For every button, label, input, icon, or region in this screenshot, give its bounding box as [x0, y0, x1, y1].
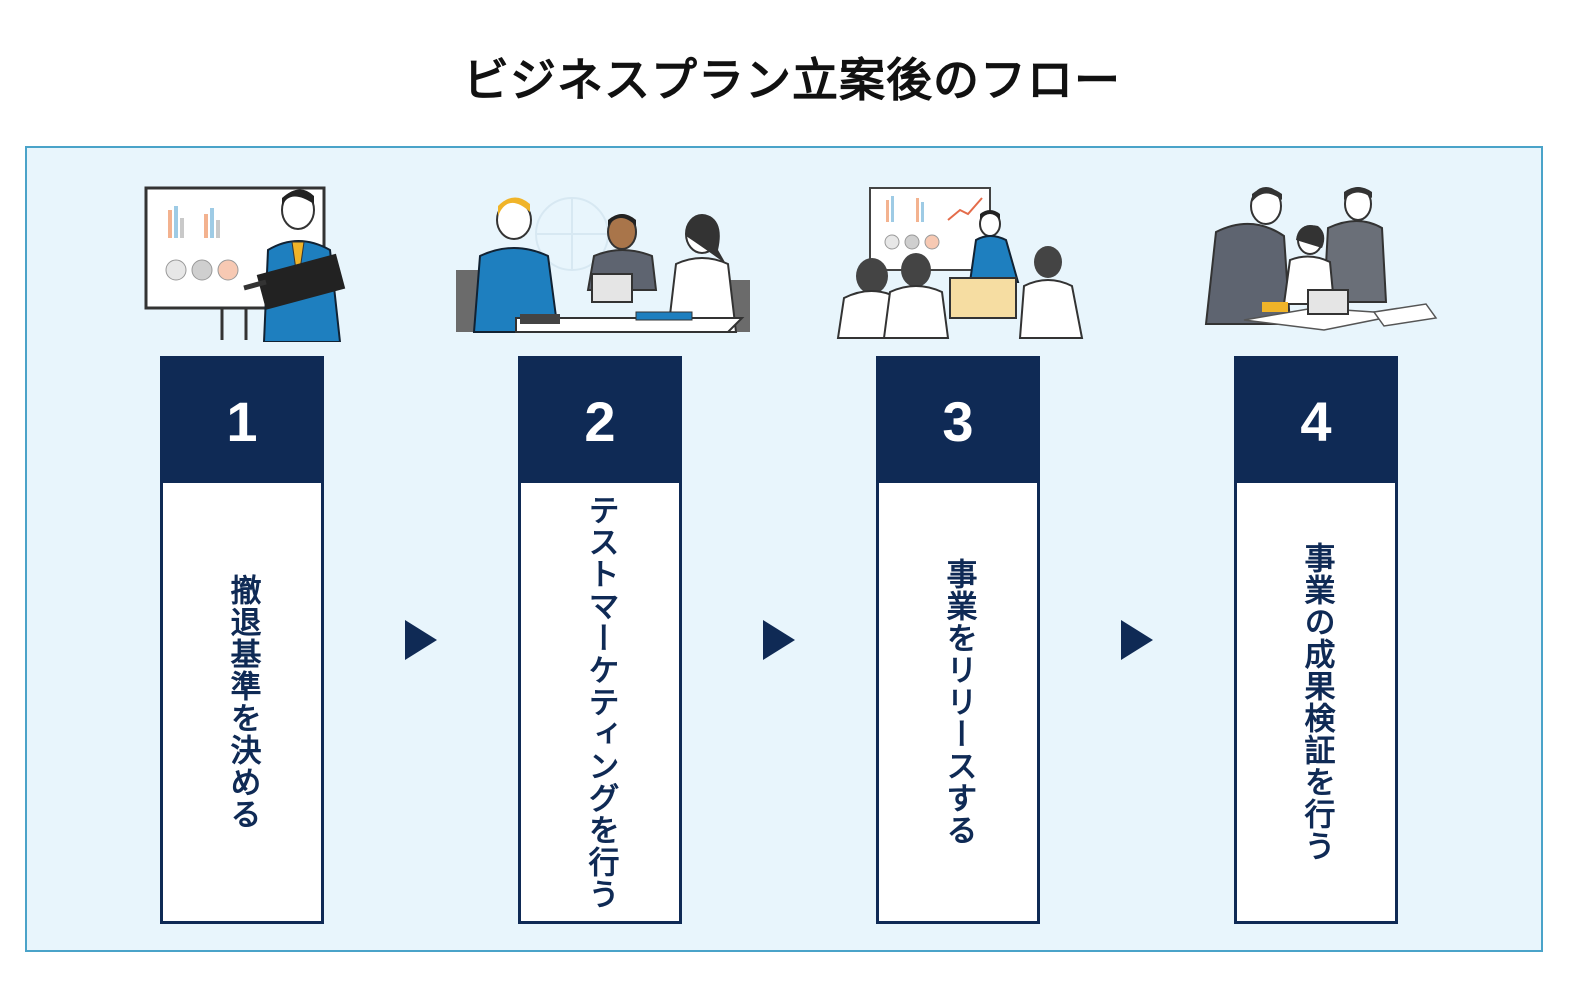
step-label: 事業の成果検証を行う: [1298, 542, 1335, 862]
step-number: 1: [163, 359, 321, 483]
step-label: 事業をリリースする: [940, 558, 977, 846]
step-label: 撤退基準を決める: [224, 574, 261, 830]
meeting-illustration: [456, 197, 750, 333]
step-number: 2: [521, 359, 679, 483]
step-2-box: 2 テストマーケティングを行う: [518, 356, 682, 924]
page-title: ビジネスプラン立案後のフロー: [463, 53, 1121, 107]
step-number: 4: [1237, 359, 1395, 483]
step-label: テストマーケティングを行う: [582, 494, 619, 910]
step-1-box: 1 撤退基準を決める: [160, 356, 324, 924]
release-illustration: [836, 187, 1084, 339]
step-number: 3: [879, 359, 1037, 483]
arrow-right-icon: [763, 620, 795, 660]
review-illustration: [1204, 187, 1438, 331]
presentation-illustration: [144, 186, 346, 342]
step-4-box: 4 事業の成果検証を行う: [1234, 356, 1398, 924]
arrow-right-icon: [405, 620, 437, 660]
arrow-right-icon: [1121, 620, 1153, 660]
step-3-box: 3 事業をリリースする: [876, 356, 1040, 924]
